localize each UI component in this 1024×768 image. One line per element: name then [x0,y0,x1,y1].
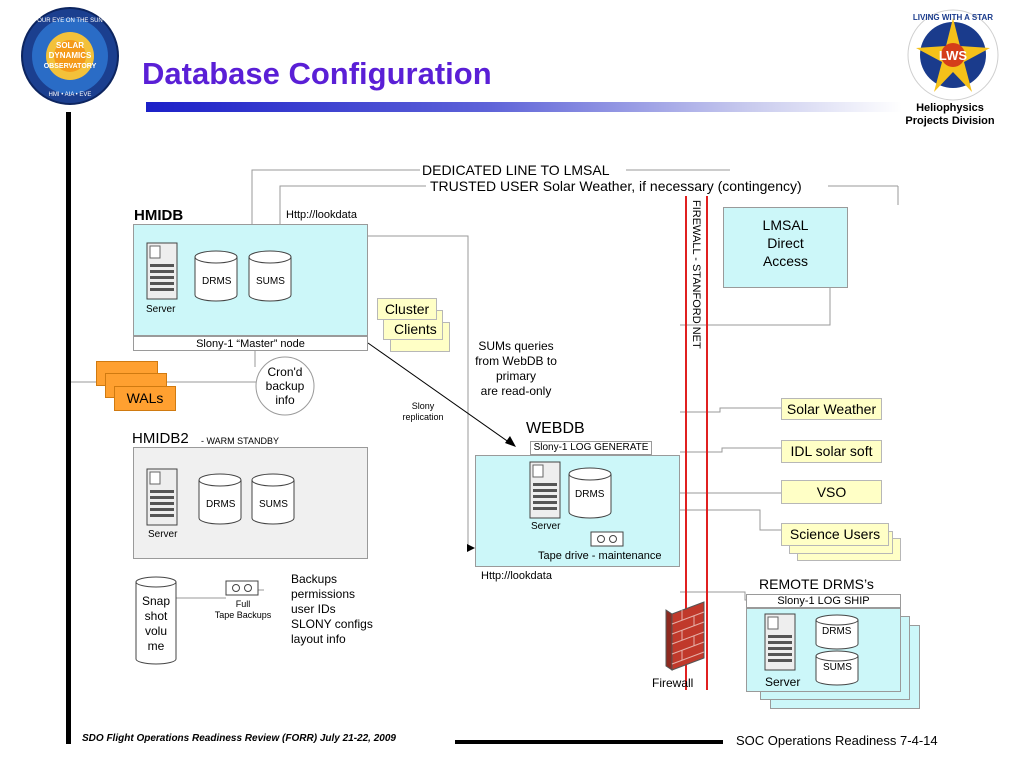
cron-backup-label: Cron'd backup info [254,365,316,407]
hmidb-title: HMIDB [134,207,184,224]
idl-solar-soft-box: IDL solar soft [781,440,882,463]
tape-icon [225,580,259,596]
remote-sums-cylinder [815,650,859,686]
firewall-stanford-label: FIREWALL - STANFORD NET [690,200,702,349]
remote-drms-cylinder [815,614,859,650]
hmidb-drms-cylinder [194,250,238,302]
division-label: Heliophysics Projects Division [888,102,1012,128]
lmsal-line-1: Direct [767,235,804,251]
webdb-log-generate-label: Slony-1 LOG GENERATE [530,441,652,455]
snapshot-line-0: Snap [141,594,171,608]
sdo-logo-text-4: HMI • AIA • EVE [49,92,92,98]
remote-server-label: Server [765,675,801,689]
backups-info-1: permissions [291,587,356,601]
cron-line-1: backup [265,379,305,393]
page-title: Database Configuration [142,56,492,91]
full-backups-line-1: Tape Backups [214,610,272,620]
cron-line-0: Cron'd [267,365,303,379]
sdo-logo-text-3: OBSERVATORY [44,63,97,70]
webdb-server-icon [529,461,561,519]
dedicated-line-label: DEDICATED LINE TO LMSAL [422,162,610,178]
snapshot-line-2: volu [144,624,167,638]
title-underline [146,102,902,112]
remote-log-ship-label: Slony-1 LOG SHIP [746,594,901,608]
sdo-logo-text-2: DYNAMICS [49,51,92,60]
slony-replication-line-0: Slony [411,401,435,411]
webdb-title: WEBDB [526,420,585,437]
firewall-icon [665,601,705,671]
backups-info-0: Backups [291,572,338,586]
lmsal-line-0: LMSAL [762,217,809,233]
hmidb2-subtitle: - WARM STANDBY [201,436,279,446]
hmidb-server-icon [146,242,178,300]
footer-right-text: SOC Operations Readiness 7-4-14 [736,733,938,748]
sdo-logo: OUR EYE ON THE SUN SOLAR DYNAMICS OBSERV… [21,7,119,105]
snapshot-line-1: shot [144,609,168,623]
backups-info-2: user IDs [291,602,336,616]
hmidb2-sums-label: SUMS [259,499,288,510]
hmidb2-title: HMIDB2 [132,430,189,447]
sums-queries-line-1: from WebDB to [475,354,557,368]
footer-left-text: SDO Flight Operations Readiness Review (… [82,733,396,744]
full-backups-label: Full Tape Backups [204,599,282,621]
hmidb-node-label: Slony-1 “Master” node [133,336,368,351]
webdb-tape-label: Tape drive - maintenance [538,550,662,562]
clients-label: Clients [394,321,437,337]
firewall-label: Firewall [652,676,694,690]
hmidb2-server-label: Server [148,529,178,540]
snapshot-volume-cylinder [135,576,177,665]
webdb-http-label: Http://lookdata [481,570,552,582]
sums-queries-line-2: primary [495,369,536,383]
division-line-1: Projects Division [905,115,995,127]
footer-rule [455,740,723,744]
webdb-drms-cylinder [568,467,612,519]
slony-replication-line-1: replication [402,412,444,422]
hmidb2-server-icon [146,468,178,526]
cron-line-2: info [275,393,295,407]
sdo-logo-text-0: OUR EYE ON THE SUN [37,18,103,24]
snapshot-volume-label: Snap shot volu me [135,594,177,654]
hmidb2-drms-cylinder [198,473,242,525]
backups-info-list: Backups permissions user IDs SLONY confi… [291,572,373,647]
lws-logo-text-0: LIVING WITH A STAR [913,13,993,22]
hmidb-sums-cylinder [248,250,292,302]
snapshot-line-3: me [147,639,165,653]
full-backups-line-0: Full [235,599,251,609]
backups-info-4: layout info [291,632,346,646]
slony-replication-label: Slony replication [392,401,454,423]
webdb-drms-label: DRMS [575,489,605,500]
lmsal-direct-access-box: LMSAL Direct Access [723,207,848,288]
left-vertical-rule [66,112,71,744]
lmsal-line-2: Access [762,253,809,269]
science-users-box: Science Users [781,523,889,546]
wals-label: WALs [114,386,176,411]
webdb-tape-icon [590,531,624,547]
trusted-user-label: TRUSTED USER Solar Weather, if necessary… [430,178,802,194]
webdb-server-label: Server [531,521,561,532]
lws-logo: LIVING WITH A STAR LWS [907,9,999,101]
remote-server-icon [764,613,796,671]
sums-queries-note: SUMs queries from WebDB to primary are r… [466,339,566,399]
lws-logo-text-1: LWS [939,48,967,63]
hmidb2-sums-cylinder [251,473,295,525]
sums-queries-line-0: SUMs queries [478,339,554,353]
backups-info-3: SLONY configs [291,617,373,631]
vso-box: VSO [781,480,882,504]
hmidb-http-label: Http://lookdata [286,209,357,221]
cron-backup-circle [255,356,315,416]
remote-sums-label: SUMS [823,662,852,673]
hmidb-drms-label: DRMS [202,276,232,287]
sdo-logo-text-1: SOLAR [56,41,84,50]
remote-drms-label: DRMS [822,626,852,637]
hmidb-sums-label: SUMS [256,276,285,287]
cluster-label: Cluster [377,298,437,320]
hmidb-server-label: Server [146,304,176,315]
solar-weather-box: Solar Weather [781,398,882,420]
remote-drms-title: REMOTE DRMS’s [759,576,874,592]
hmidb2-drms-label: DRMS [206,499,236,510]
sums-queries-line-3: are read-only [480,384,552,398]
division-line-0: Heliophysics [916,102,984,114]
